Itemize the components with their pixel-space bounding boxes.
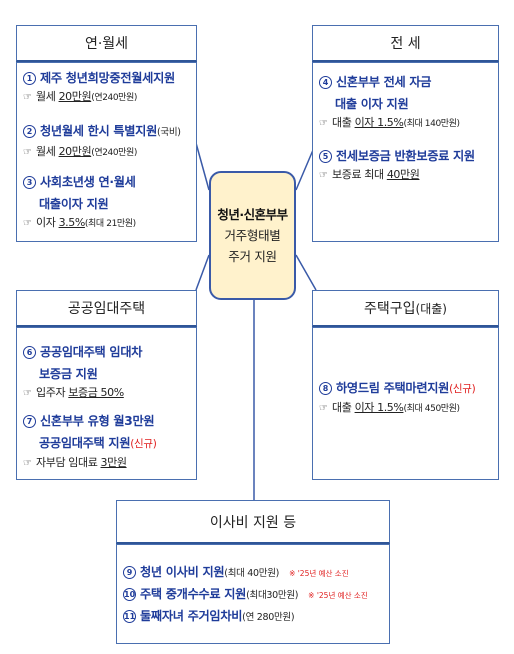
jeonse-panel: 4 신혼부부 전세 자금 대출 이자 지원 ☞ 대출 이자 1.5%(최대 140만… xyxy=(312,62,499,242)
list-item: 2 청년월세 한시 특별지원(국비) ☞ 월세 20만원(연240만원) xyxy=(23,120,192,161)
item-detail-prefix: 대출 xyxy=(332,401,352,414)
item-detail-prefix: 이자 xyxy=(36,216,56,229)
purchase-panel-header: 주택구입(대출) xyxy=(312,290,499,327)
item-title: 청년 이사비 지원 xyxy=(140,565,225,579)
item-detail-amount: 보증금 50% xyxy=(68,386,124,399)
list-item: 1 제주 청년희망중전월세지원 ☞ 월세 20만원(연240만원) xyxy=(23,67,192,106)
rent-panel-header: 연·월세 xyxy=(16,25,197,62)
item-title-line1: 신혼부부 유형 월3만원 xyxy=(40,414,155,428)
item-detail-amount: 40만원 xyxy=(386,168,420,181)
number-badge: 3 xyxy=(23,176,36,189)
jeonse-panel-title: 전 세 xyxy=(390,36,421,52)
item-title-line1: 사회초년생 연·월세 xyxy=(40,175,136,189)
item-detail-prefix: 입주자 xyxy=(36,386,66,399)
list-item: 5 전세보증금 반환보증료 지원 ☞ 보증료 최대 40만원 xyxy=(319,145,494,184)
pointing-hand-icon: ☞ xyxy=(319,170,328,181)
number-badge: 10 xyxy=(123,588,136,601)
item-title: 제주 청년희망중전월세지원 xyxy=(40,71,175,85)
item-detail-amount: 3.5% xyxy=(58,216,86,229)
moving-panel: 9 청년 이사비 지원(최대 40만원) ※ '25년 예산 소진 10 주택 중개수… xyxy=(116,544,390,644)
number-badge: 5 xyxy=(319,150,332,163)
item-detail-small: (최대 450만원) xyxy=(403,404,460,414)
budget-note: ※ '25년 예산 소진 xyxy=(289,569,349,578)
item-title-sub: (최대 40만원) xyxy=(224,568,280,579)
purchase-panel: 8 하영드림 주택마련지원(신규) ☞ 대출 이자 1.5%(최대 450만원) xyxy=(312,327,499,480)
item-title-sub: (최대30만원) xyxy=(246,590,299,601)
pointing-hand-icon: ☞ xyxy=(23,218,32,229)
item-title-line2: 대출 이자 지원 xyxy=(335,97,409,111)
moving-panel-header: 이사비 지원 등 xyxy=(116,500,390,544)
item-detail-amount: 20만원 xyxy=(58,90,92,103)
pointing-hand-icon: ☞ xyxy=(23,388,32,399)
item-title: 주택 중개수수료 지원 xyxy=(140,587,247,601)
number-badge: 6 xyxy=(23,346,36,359)
center-hub: 청년·신혼부부 거주형태별 주거 지원 xyxy=(209,171,296,300)
item-detail-amount: 이자 1.5% xyxy=(354,116,404,129)
public-panel-title: 공공임대주택 xyxy=(67,301,146,317)
pointing-hand-icon: ☞ xyxy=(23,92,32,103)
item-title-line2: 대출이자 지원 xyxy=(39,197,109,211)
number-badge: 7 xyxy=(23,415,36,428)
item-title-line2: 공공임대주택 지원 xyxy=(39,436,131,450)
number-badge: 1 xyxy=(23,72,36,85)
budget-note: ※ '25년 예산 소진 xyxy=(308,591,368,600)
new-badge: (신규) xyxy=(449,383,476,395)
item-title-sub: (국비) xyxy=(157,127,181,138)
number-badge: 11 xyxy=(123,610,136,623)
list-item: 10 주택 중개수수료 지원(최대30만원) ※ '25년 예산 소진 xyxy=(123,583,385,607)
item-title: 둘째자녀 주거임차비 xyxy=(140,609,243,623)
item-detail-small: (연240만원) xyxy=(91,148,138,158)
number-badge: 8 xyxy=(319,382,332,395)
item-title: 청년월세 한시 특별지원 xyxy=(40,124,158,138)
pointing-hand-icon: ☞ xyxy=(319,118,328,129)
jeonse-panel-header: 전 세 xyxy=(312,25,499,62)
item-title: 하영드림 주택마련지원 xyxy=(336,381,450,395)
item-title-line1: 신혼부부 전세 자금 xyxy=(336,75,432,89)
item-detail-amount: 3만원 xyxy=(100,456,127,469)
purchase-panel-title-sub: (대출) xyxy=(415,301,447,316)
center-title: 청년·신혼부부 xyxy=(217,207,288,222)
list-item: 11 둘째자녀 주거임차비(연 280만원) xyxy=(123,605,385,629)
item-detail-prefix: 월세 xyxy=(36,90,56,103)
item-title-sub: (연 280만원) xyxy=(242,612,295,623)
item-detail-prefix: 월세 xyxy=(36,145,56,158)
item-detail-small: (연240만원) xyxy=(91,93,138,103)
list-item: 7 신혼부부 유형 월3만원 공공임대주택 지원(신규) ☞ 자부담 임대료 3만원 xyxy=(23,410,192,472)
item-title: 전세보증금 반환보증료 지원 xyxy=(336,149,475,163)
item-detail-amount: 20만원 xyxy=(58,145,92,158)
purchase-panel-title: 주택구입 xyxy=(364,301,416,317)
item-detail-small: (최대 140만원) xyxy=(403,119,460,129)
item-detail-small: (최대 21만원) xyxy=(84,219,136,229)
pointing-hand-icon: ☞ xyxy=(23,458,32,469)
number-badge: 2 xyxy=(23,125,36,138)
public-panel-header: 공공임대주택 xyxy=(16,290,197,327)
new-badge: (신규) xyxy=(130,438,157,450)
list-item: 6 공공임대주택 임대차 보증금 지원 ☞ 입주자 보증금 50% xyxy=(23,341,192,402)
list-item: 3 사회초년생 연·월세 대출이자 지원 ☞ 이자 3.5%(최대 21만원) xyxy=(23,171,192,232)
item-detail-amount: 이자 1.5% xyxy=(354,401,404,414)
item-title-line1: 공공임대주택 임대차 xyxy=(40,345,143,359)
list-item: 4 신혼부부 전세 자금 대출 이자 지원 ☞ 대출 이자 1.5%(최대 140만… xyxy=(319,71,494,132)
item-detail-prefix: 보증료 최대 xyxy=(332,168,384,181)
pointing-hand-icon: ☞ xyxy=(319,403,328,414)
item-title-line2: 보증금 지원 xyxy=(39,367,98,381)
number-badge: 9 xyxy=(123,566,136,579)
center-line3: 주거 지원 xyxy=(228,249,277,264)
item-detail-prefix: 대출 xyxy=(332,116,352,129)
pointing-hand-icon: ☞ xyxy=(23,147,32,158)
moving-panel-title: 이사비 지원 등 xyxy=(209,514,297,531)
list-item: 9 청년 이사비 지원(최대 40만원) ※ '25년 예산 소진 xyxy=(123,561,385,585)
list-item: 8 하영드림 주택마련지원(신규) ☞ 대출 이자 1.5%(최대 450만원) xyxy=(319,377,494,417)
rent-panel-title: 연·월세 xyxy=(84,36,129,52)
item-detail-prefix: 자부담 임대료 xyxy=(36,456,98,469)
number-badge: 4 xyxy=(319,76,332,89)
center-line2: 거주형태별 xyxy=(224,228,281,243)
public-panel: 6 공공임대주택 임대차 보증금 지원 ☞ 입주자 보증금 50% 7 신혼부부 유형… xyxy=(16,327,197,480)
